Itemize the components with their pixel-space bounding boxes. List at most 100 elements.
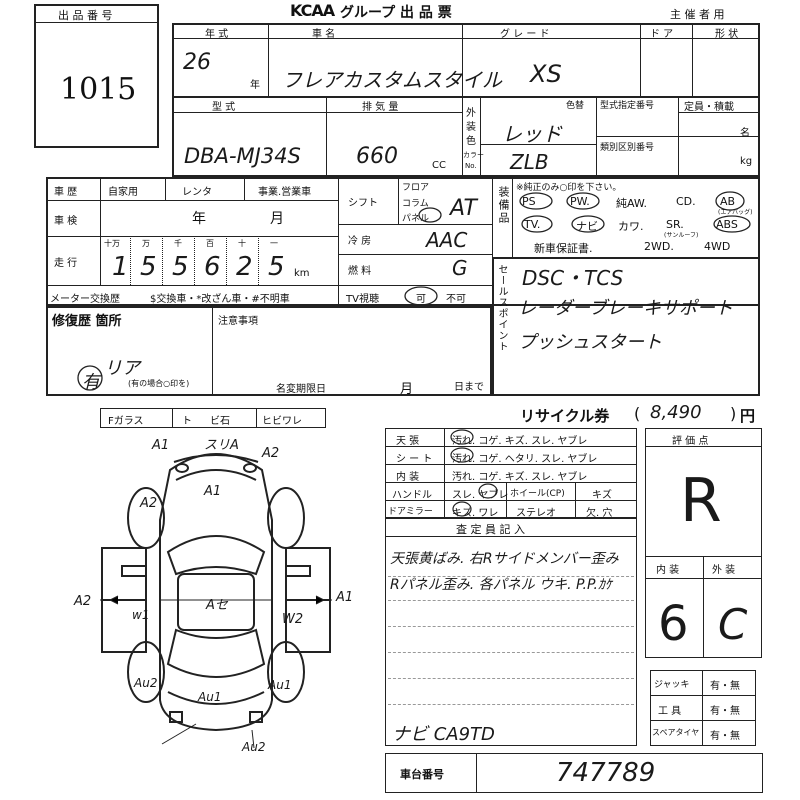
name-change-label: 名変期限日 [276,384,326,395]
exterior-color-label-2: 装 [466,122,476,133]
mileage-unit-10k: 万 [142,239,150,248]
equip-navi[interactable]: ナビ. [576,220,602,233]
glass-option-crack[interactable]: ヒビワレ [262,416,302,427]
category-label: 類別区別番号 [600,143,655,153]
capacity-unit: 名 [740,128,750,139]
equip-abs[interactable]: ABS [716,218,738,231]
equip-warranty[interactable]: 新車保証書. [534,242,593,255]
interior-table [385,428,637,518]
glass-option-to[interactable]: ト [182,416,192,427]
interior-ceiling-label: 天 張 [396,436,420,447]
equipment-label: 装備品 [497,186,510,225]
rating-label: 評 価 点 [672,436,709,447]
year-unit: 年 [250,80,260,91]
equip-sunroof[interactable]: SR. [666,218,684,231]
equip-ab[interactable]: AB [720,195,736,208]
sales-point-line-2: レーダーブレーキサポート [518,298,733,319]
sales-point-label: セールスポイント [496,264,507,352]
history-option-rental[interactable]: レンタ [182,187,212,198]
chassis-box [385,753,763,793]
mark-front: スリA [204,438,239,453]
mark-roof: Aセ [206,598,228,613]
glass-option-chip[interactable]: ビ石 [210,416,230,427]
tool-spare-value[interactable]: 有・無 [710,731,740,742]
glass-box [100,408,326,428]
equip-4wd[interactable]: 4WD [704,240,731,253]
interior-trim-label: 内 装 [396,472,420,483]
color-no-label-2: No. [465,162,477,170]
mileage-unit-10: 十 [238,239,246,248]
interior-handle-label: ハンドル [392,490,432,501]
door-label: ド ア [650,29,674,40]
history-option-private[interactable]: 自家用 [108,187,138,198]
equip-2wd[interactable]: 2WD. [644,240,674,253]
mileage-digit-6: 5 [268,252,285,282]
shape-label: 形 状 [715,29,739,40]
exterior-color-label-3: 色 [466,136,476,147]
shift-value: AT [450,196,477,221]
door-mirror-options[interactable]: キズ. ワレ [452,508,499,519]
grade-value: XS [530,60,562,88]
shift-option-floor[interactable]: フロア [402,183,430,193]
exterior-color-label-1: 外 [466,108,476,119]
meter-change-options[interactable]: $交換車・*改ざん車・#不明車 [150,294,290,305]
recycle-paren-open: ( [634,404,641,423]
mark-a2-top-right: A2 [262,446,280,461]
inspection-label: 車 検 [54,216,78,227]
repair-label: 修復歴 箇所 [52,314,122,329]
inspection-month: 月 [270,211,284,227]
color-value: レッド [502,122,562,146]
type-designation-label: 型式指定番号 [600,101,655,111]
equip-ps[interactable]: PS [522,195,536,208]
mark-au1: Au1 [198,690,222,704]
mark-a1-right: A1 [336,590,354,605]
inspector-bottom-note: ナビ CA9TD [392,724,495,745]
inspector-label: 査 定 員 記 入 [456,523,525,536]
shift-option-panel[interactable]: パネル [402,214,430,224]
sales-point-line-1: DSC・TCS [522,266,624,290]
mark-a1-top-left: A1 [152,438,170,453]
rating-value: R [680,466,722,536]
equip-pw[interactable]: PW. [570,195,590,208]
wheel-value[interactable]: キズ [592,490,612,501]
tv-option-no[interactable]: 不可 [446,294,466,305]
model-label: 型 式 [212,102,236,113]
tool-jack-value[interactable]: 有・無 [710,681,740,692]
tv-option-yes[interactable]: 可 [416,294,426,305]
exterior-rating-label: 外 装 [712,565,736,576]
mark-w2: W2 [282,612,304,627]
grade-label: グ レ ー ド [500,29,550,40]
interior-seat-options[interactable]: 汚れ. コゲ. ヘタリ. スレ. ヤブレ [452,454,598,465]
lot-number-label: 出 品 番 号 [58,9,113,22]
recycle-label: リサイクル券 [520,407,610,425]
equip-tv[interactable]: TV. [524,218,541,231]
organizer-label: 主 催 者 用 [670,8,725,21]
inspection-year: 年 [192,211,206,227]
interior-handle-options[interactable]: スレ. ヤブレ [452,490,509,501]
repair-box [46,306,492,396]
mileage-digit-1: 1 [112,252,129,282]
interior-ceiling-options[interactable]: 汚れ. コゲ. キズ. スレ. ヤブレ [452,436,588,447]
color-change-label: 色替 [566,101,585,111]
color-no-label-1: カラー [463,151,484,159]
year-label: 年 式 [205,29,229,40]
equip-aw[interactable]: 純AW. [616,197,648,210]
tool-kit-label: 工 具 [658,706,682,717]
ac-value: AAC [426,228,468,252]
equip-cd[interactable]: CD. [676,195,696,208]
interior-seat-label: シ ー ト [396,454,433,465]
stereo-options[interactable]: 欠. 穴 [586,508,613,519]
tool-kit-value[interactable]: 有・無 [710,706,740,717]
chassis-label: 車台番号 [400,768,444,781]
mileage-digit-2: 5 [140,252,157,282]
mark-a2-left: A2 [74,594,92,609]
history-option-business[interactable]: 事業.営業車 [258,187,312,198]
shift-option-column[interactable]: コラム [402,199,429,209]
equip-leather[interactable]: カワ. [618,220,644,233]
interior-trim-options[interactable]: 汚れ. コゲ. キズ. スレ. ヤブレ [452,472,588,483]
interior-rating-label: 内 装 [656,565,680,576]
lot-number: 1015 [60,72,137,107]
